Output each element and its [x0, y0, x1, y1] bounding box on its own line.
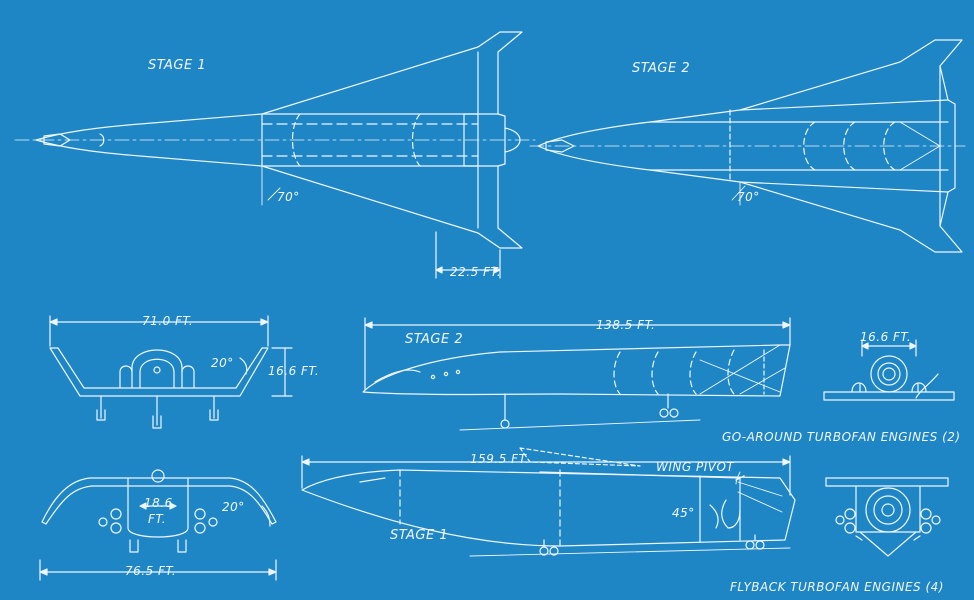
go-around-engine-detail	[823, 339, 955, 401]
wing-pivot-label: WING PIVOT	[656, 460, 735, 474]
dihedral-angle-top: 20°	[211, 356, 234, 370]
flyback-engines-label: FLYBACK TURBOFAN ENGINES (4)	[730, 580, 944, 594]
height-dimension: 16.6 FT.	[268, 364, 320, 378]
stage1-plan-view	[14, 31, 536, 279]
go-around-engines-label: GO-AROUND TURBOFAN ENGINES (2)	[722, 430, 961, 444]
sweep-angle-stage2: 70°	[737, 190, 760, 204]
stage2-side-label: STAGE 2	[405, 332, 464, 347]
inner-span-unit: FT.	[148, 512, 167, 526]
stage2-side-view	[362, 317, 791, 431]
tip-chord-dimension: 22.5 FT.	[450, 265, 502, 279]
sweep-angle-stage1: 70°	[277, 190, 300, 204]
stage2-plan-view	[529, 39, 966, 253]
dihedral-angle-bottom: 20°	[222, 500, 245, 514]
stage1-side-view	[301, 447, 796, 557]
inner-span-dimension: 18.6	[144, 496, 173, 510]
length-159-dimension: 159.5 FT.	[470, 452, 530, 466]
sweep-angle-45: 45°	[672, 506, 695, 520]
length-138-dimension: 138.5 FT.	[596, 318, 656, 332]
span-71-dimension: 71.0 FT.	[142, 314, 194, 328]
stage1-plan-label: STAGE 1	[148, 58, 207, 73]
stage2-plan-label: STAGE 2	[632, 61, 691, 76]
engine-diameter-dimension: 16.6 FT.	[860, 330, 912, 344]
span-76-dimension: 76.5 FT.	[125, 564, 177, 578]
front-view-top	[49, 315, 293, 429]
stage1-side-label: STAGE 1	[390, 528, 449, 543]
flyback-engine-detail	[825, 477, 949, 557]
front-view-bottom	[39, 469, 277, 581]
